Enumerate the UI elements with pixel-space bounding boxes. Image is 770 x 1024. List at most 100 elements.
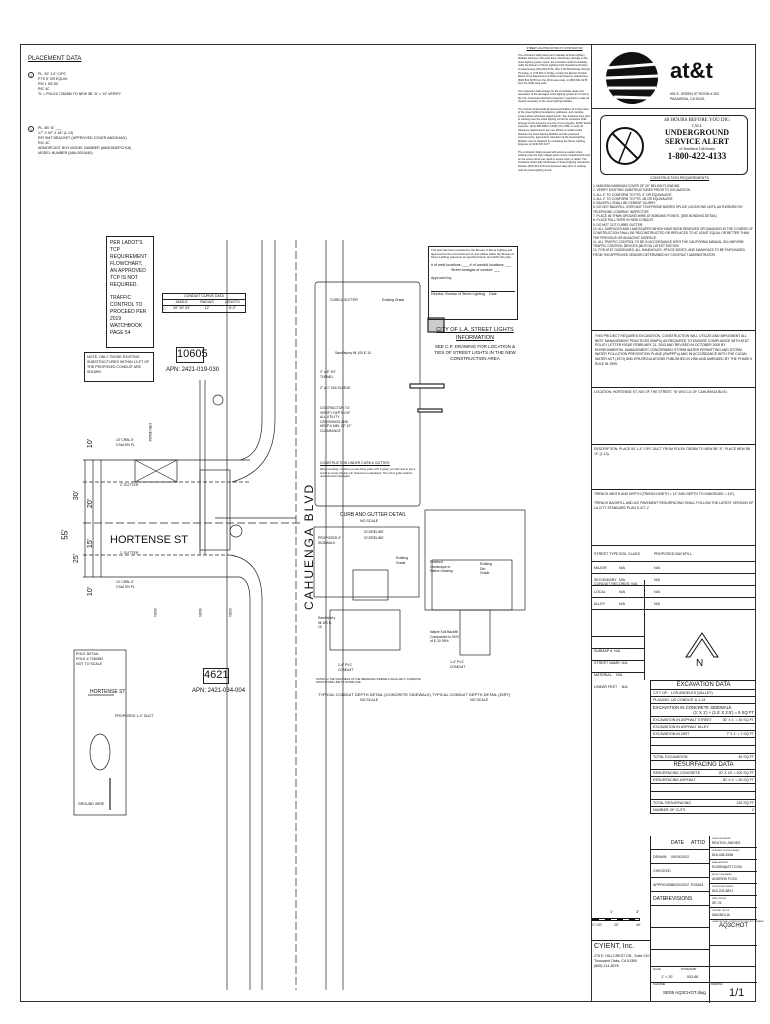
resurfacing-title: RESURFACING DATA (651, 761, 756, 771)
north-label: N (696, 658, 704, 669)
soil-rows-0-2: N/A (654, 565, 660, 570)
soil-rows-2-1: N/A (619, 589, 625, 594)
conduit-records: CONDUIT RECORDS: N/A (594, 582, 638, 586)
titleblock-fields-7-1: AQ3CHOT (718, 923, 748, 929)
construction-description: DESCRIPTION: PLACE 50' 1-4" C/PC DUCT FR… (592, 445, 756, 490)
construction-items-11: 12. FOR AT&T GUIDELINES, ALL HANDHOLES, … (593, 248, 745, 257)
usa-l3: UNDERGROUND (665, 128, 729, 137)
construction-items-10: 11. ALL TRAFFIC CONTROL TO BE IN ACCORDA… (593, 239, 744, 249)
titleblock-filename: SE09 AQ3CHOT.dwg (663, 990, 706, 995)
excavation-data: EXCAVATION DATA CITY OF:LOS ANGELES (VAL… (650, 680, 756, 815)
sidewalk-labels-1: SCORELINE (364, 530, 384, 534)
placement-item2-3: RIC 4C (38, 141, 50, 145)
sidewalk-labels-5: 1-4" PVC CONDUIT (338, 663, 354, 672)
excavation-rows-5-1: 45 SQ FT (738, 755, 754, 760)
titleblock-checked: CHECKED (653, 868, 671, 873)
gutter-label: 2' GUTTER (120, 483, 139, 487)
placement-item2-5: MODEL NUMBER (A6A-0001640) (38, 151, 93, 155)
parcel-apn: APN: 2421-034-004 (192, 688, 246, 694)
construction-requirements: 1. MAINTAIN MINIMUM COVER OF 30" BELOW F… (593, 184, 753, 257)
placement-title: PLACEMENT DATA (28, 56, 82, 62)
usa-l2: CALL (691, 123, 703, 128)
streetlight-notes-p1: The contractor shall protect and maintai… (518, 53, 590, 86)
curb-detail-labels-5: CONTRACTOR TO VERIFY DEPTH OF ALL UTILIT… (320, 406, 352, 433)
titleblock-drawn: DRAWN (653, 854, 667, 859)
dimension: 20' (87, 498, 95, 509)
placement-item2-4: ARMORCAST BOX MODEL NUMBER (A6001640PCH1… (38, 146, 132, 150)
titleblock-fields-0-1: REUTOV, ANGIES (712, 841, 741, 845)
titleblock-revisions-date: DATE (653, 895, 666, 902)
pole-street-label: HORTENSE ST (90, 689, 126, 695)
city-sub: SEE C.P. DRAWING FOR LOCATION & TIES OF … (434, 344, 516, 361)
scalebar-top-1: 3" (636, 910, 640, 914)
usa-l6: 1-800-422-4133 (667, 151, 727, 161)
construction-location: LOCATION: HORTENSE ST, N/S OF THE STREET… (592, 388, 756, 445)
sidewalk-labels-4: Sand/slurry fill 100 E-10 (318, 616, 336, 630)
sidewalk-detail-title: TYPICAL CONDUIT DEPTH DETAIL (CONCRETE S… (318, 692, 431, 697)
resurfacing-rows-0-1: 20' X 15' = 100 SQ FT (718, 771, 754, 776)
titleblock-attid-h: ATTID (691, 839, 706, 846)
map-pole-detail-0: POLE DETAIL (76, 652, 99, 656)
curb-detail-heading: CONSTRUCTION UNDER CURB & GUTTER: (320, 461, 390, 465)
usa-l1: 48 HOURS BEFORE YOU DIG (664, 118, 730, 123)
placement-item1-0: PL. 50' 1-4" C/PC (38, 72, 67, 76)
resurfacing-rows-0-0: RESURFACING CONCRETE (653, 771, 701, 776)
placement-item2-1: 17" X 30" X 18" (1-13) (38, 131, 74, 135)
titleblock-fields-1-0: DESIGNER PHONE NUMBER (712, 850, 740, 852)
construction-items-6: 7. PLACE #6 THWN GROUND WIRE AT BONDING … (593, 214, 717, 219)
curve-headers-2: LENGTH (225, 300, 240, 304)
construction-items-7: 8. PLACE PULL ROPE IN NEW CONDUIT. (593, 218, 654, 223)
title-block-footer: SCALE 1" = 20' PHASE/SUBR 003-68 FILENAM… (650, 941, 757, 1003)
dirt-labels-0: Finished Landscape or Native Grading (430, 560, 453, 574)
sidewalk-labels-2: SCORELINE (364, 536, 384, 540)
titleblock-approved-date: 09/20/2022 (671, 882, 689, 887)
curb-detail-labels-3: 2" x 6" 5'0" TUNNEL (320, 370, 337, 379)
tcp-note-box: PER LADOT'S TCP REQUIREMENT FLOWCHART, A… (106, 236, 154, 348)
map-pole-detail-1: POLE # 72828M (76, 657, 103, 661)
dimension: 10' (87, 586, 95, 597)
drawing-frame (20, 44, 756, 1002)
titleblock-fields-2-1: RJ2654@ATT.COM (712, 865, 742, 869)
soil-rows-1-1: N/A (619, 577, 625, 582)
titleblock-phase-l: PHASE/SUBR (681, 968, 697, 971)
company-addr-1: Thousand Oaks, CA 91360 (594, 959, 638, 963)
construction-items-9: 10. ALL SURFACES AND LANDSCAPES WHICH HA… (593, 226, 753, 240)
approval-b: # of conduit locations: (469, 262, 505, 267)
curb-detail-labels-4: 2" ø 1" DIA SLEEVE (320, 386, 351, 390)
soil-rows-2-0: LOCAL (594, 589, 606, 594)
titleblock-drawing-l: DRAWING (711, 983, 723, 986)
substructure-note: NOTE: ONLY THOSE EXISTING SUBSTRUCTURES … (84, 352, 154, 382)
titleblock-fields-4-1: 818-203-8821 (712, 889, 734, 893)
excavation-rows-0-1: (1' X 1') + (1.5' X 2.5') = 5 SQ FT (693, 710, 754, 716)
map-pole-detail-2: NOT TO SCALE (76, 662, 103, 666)
titleblock-fields-6-0: CENTRAL OFFICE (712, 910, 730, 912)
excavation-rows-2-0: EXCAVATION IN ASPHALT ALLEY (653, 725, 709, 730)
sidewalk-labels-3: Existing Grade (396, 556, 408, 565)
approval-e: Director, Bureau of Street Lighting (431, 291, 486, 296)
dimension: 30' (73, 490, 81, 501)
sign-label: SIGN (197, 608, 202, 617)
soil-headers-1: SOIL CLASS (619, 551, 640, 556)
company-info: CYIENT, Inc. 275 E. HILLCREST DR., Suite… (592, 940, 650, 1002)
excavation-rows-3-1: 7' X 1' = 7 SQ FT (726, 732, 754, 737)
construction-items-4: 5. BACKFILL SHALL BE CEMENT SLURRY. (593, 201, 657, 206)
curb-detail-labels-0: CURB & GUTTER (330, 298, 358, 302)
titleblock-approved: APPROVED (653, 882, 673, 887)
usa-l5: of Southern California (679, 146, 715, 151)
city-title2: INFORMATION (455, 335, 495, 341)
construction-items-5: 6. DO NOT BACKFILL OVER ANY TELEPHONE BU… (593, 205, 743, 214)
excavation-rows-0-0: EXCAVATION IN CONCRETE SIDEWALK (653, 705, 732, 710)
resurfacing-rows-1-1: 30' X 1' = 30 SQ FT (722, 778, 754, 783)
conduit-material: MATERIAL (594, 673, 612, 677)
curve-row-2: 8'-4" (228, 306, 236, 310)
parcel-apn: APN: 2421-019-030 (166, 367, 220, 373)
construction-items-1: 2. VERIFY EXISTING SUBSTRUCTURES PRIOR T… (593, 188, 691, 193)
scale-bar: 1" 3" 1"=20' 20' 40' (592, 910, 650, 940)
delta-icon: △ (163, 306, 166, 310)
placement-tag-2: 1 (28, 126, 34, 132)
